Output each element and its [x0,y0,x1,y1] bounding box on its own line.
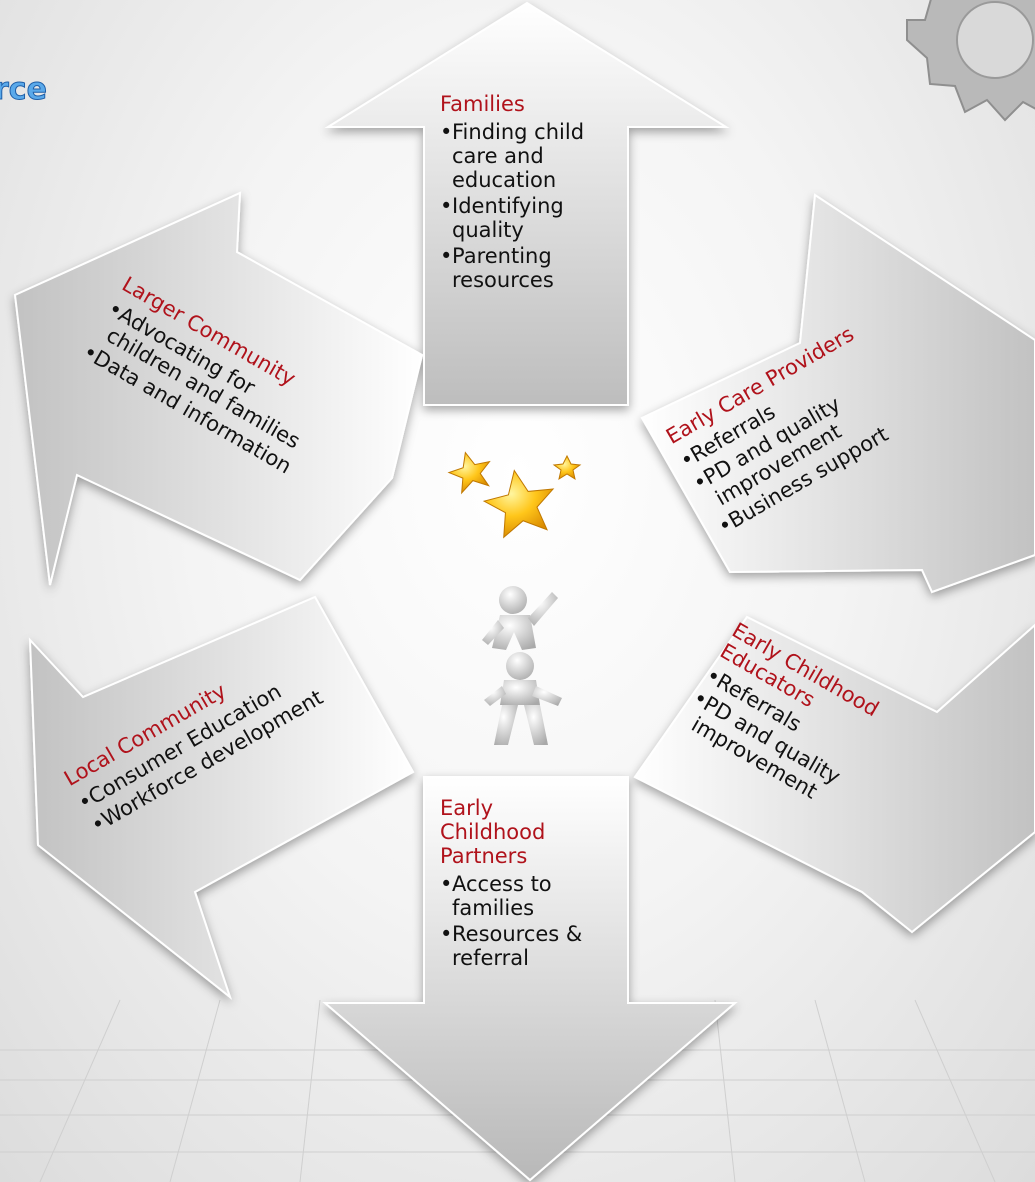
list-item: Access to families [440,872,605,920]
list-item: Finding child care and education [440,120,605,192]
families-heading: Families [440,92,525,116]
early-childhood-partners-heading: Early Childhood Partners [440,796,546,868]
gear-icon [906,0,1035,122]
page-title-fragment: rce [0,72,47,108]
early-childhood-partners-text: Early Childhood Partners Access to famil… [440,796,605,972]
families-text: Families Finding child care and educatio… [440,92,605,294]
stars-icon [447,451,582,539]
early-childhood-partners-arrow [322,776,738,1182]
list-item: Identifying quality [440,194,605,242]
stick-figures-icon [482,586,562,745]
list-item: Resources & referral [440,922,605,970]
list-item: Parenting resources [440,244,605,292]
